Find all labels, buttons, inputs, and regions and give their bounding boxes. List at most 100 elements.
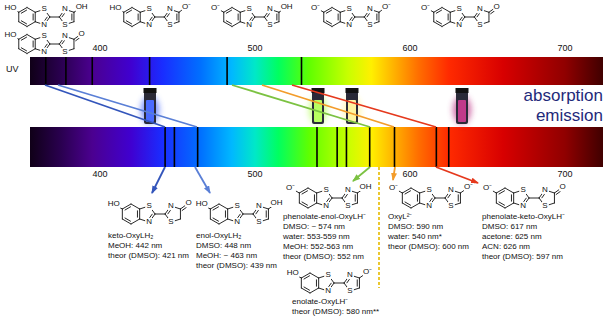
atom-label: N <box>246 21 253 29</box>
chemical-bond <box>224 22 232 27</box>
band-mark <box>91 57 93 85</box>
chemical-bond <box>323 12 324 22</box>
axis-tick: 500 <box>247 44 262 53</box>
band-mark <box>45 57 47 85</box>
emission-value: theor (DMSO): 552 nm <box>283 253 364 261</box>
atom-label: HO <box>4 31 17 39</box>
transition-line <box>232 85 370 127</box>
chemical-bond <box>19 8 27 13</box>
vial-glow <box>453 96 471 124</box>
chemical-bond <box>174 11 179 13</box>
chemical-bond <box>18 12 19 22</box>
chemical-bond <box>496 193 497 203</box>
atom-label: S <box>167 21 173 29</box>
chemical-bond <box>252 13 255 17</box>
chemical-bond <box>405 202 411 205</box>
chemical-bond <box>430 198 432 201</box>
chemical-bond <box>62 14 64 17</box>
chemical-bond <box>417 195 418 201</box>
compound-name: phenolate-keto-OxyLH⁻ <box>482 213 565 221</box>
chemical-bond <box>27 35 35 40</box>
atom-label: HO <box>109 4 122 12</box>
chemical-bond <box>27 49 35 54</box>
atom-label: S <box>146 202 152 210</box>
chemical-bond <box>131 219 140 224</box>
chemical-bond <box>458 195 459 201</box>
atom-label: S <box>168 218 174 226</box>
chemical-bond <box>411 188 420 193</box>
chemical-bond <box>274 22 279 24</box>
chemical-bond <box>21 10 26 13</box>
emission-value: theor (DMSO): 421 nm <box>108 252 189 260</box>
chemical-bond <box>308 203 317 208</box>
chemical-bond <box>355 17 365 18</box>
emission-value: MeOH: ~ 463 nm <box>196 252 257 260</box>
chemical-bond <box>556 192 560 195</box>
chemical-bond <box>308 188 317 193</box>
chemical-bond <box>357 280 358 286</box>
emission-value: DMSO: 448 nm <box>196 242 251 250</box>
atom-label: S <box>367 21 373 29</box>
compound-name: enol-OxyLH₂ <box>196 232 241 240</box>
chemical-bond <box>73 39 74 49</box>
emission-value: theor (DMSO): 600 nm <box>388 243 469 251</box>
chemical-bond <box>268 209 269 219</box>
atom-label: N <box>477 5 484 13</box>
atom-label: O⁻ <box>483 184 493 192</box>
chemical-bond <box>21 48 26 51</box>
chemical-bond <box>219 204 228 209</box>
chemical-bond <box>243 214 253 215</box>
uv-label: UV <box>6 65 19 74</box>
chemical-bond <box>19 22 27 27</box>
atom-label: N <box>62 5 69 13</box>
chemical-bond <box>276 14 277 20</box>
chemical-bond <box>514 191 519 193</box>
chemical-bond <box>35 49 40 51</box>
transition-line <box>292 85 436 127</box>
chemical-bond <box>71 14 72 20</box>
atom-label: S <box>62 48 68 56</box>
chemical-bond <box>460 193 461 203</box>
vial-cap <box>346 88 359 93</box>
atom-label: N <box>167 5 174 13</box>
chemical-bond <box>499 202 505 205</box>
chemical-bond <box>374 11 379 13</box>
chemical-bond <box>27 22 35 27</box>
chemical-bond <box>352 13 355 17</box>
chemical-bond <box>549 203 554 205</box>
chemical-bond <box>488 12 489 22</box>
chemical-bond <box>76 38 80 41</box>
chemical-bond <box>493 191 496 193</box>
chemical-bond <box>511 195 512 201</box>
chemical-bond <box>378 12 379 22</box>
chemical-bond <box>332 198 342 199</box>
atom-label: S <box>246 5 252 13</box>
chemical-bond <box>314 195 315 201</box>
chemical-bond <box>155 17 165 18</box>
chemical-bond <box>496 203 505 208</box>
chemical-bond <box>140 22 145 24</box>
atom-label: N <box>448 186 455 194</box>
atom-label: O⁻ <box>182 3 192 11</box>
atom-label: O <box>493 3 500 11</box>
chemical-bond <box>124 22 132 27</box>
chemical-bond <box>35 22 40 24</box>
vial-liquid <box>458 100 466 122</box>
chemical-bond <box>263 219 268 221</box>
chemical-bond <box>340 22 345 24</box>
chemical-bond <box>327 198 329 201</box>
chemical-bond <box>302 191 308 194</box>
atom-label: O <box>185 199 192 207</box>
compound-name: OxyL²⁻ <box>388 213 412 221</box>
emission-value: theor (DMSO): 580 nm** <box>292 308 379 316</box>
chemical-bond <box>178 12 179 22</box>
atom-label: HO <box>4 4 17 12</box>
chemical-bond <box>226 10 231 13</box>
atom-label: O⁻ <box>210 4 220 12</box>
atom-label: O <box>78 30 85 38</box>
chemical-bond <box>125 207 131 210</box>
chemical-bond <box>402 203 411 208</box>
chemical-bond <box>35 11 40 13</box>
